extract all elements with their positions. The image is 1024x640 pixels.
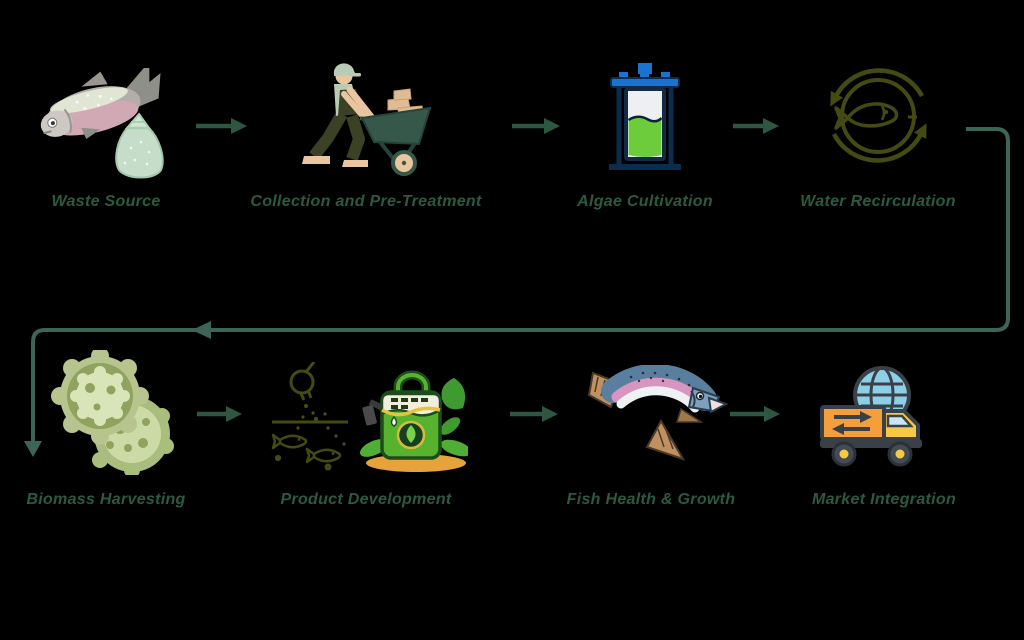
step-label-fish-health-growth: Fish Health & Growth [566,491,736,508]
fish-feeding-and-biofuel-device-icon [271,362,468,472]
step-label-water-recirculation: Water Recirculation [800,193,956,210]
step-label-waste-source: Waste Source [51,193,161,210]
return-line-arrowhead [192,321,211,339]
recirculating-water-fish-icon [830,68,927,163]
trout-fish-icon [587,365,729,461]
step-label-market-integration: Market Integration [811,491,957,508]
step-label-product-development: Product Development [280,491,452,508]
worker-wheelbarrow-icon [302,63,432,176]
step-label-algae-cultivation: Algae Cultivation [577,193,713,210]
step-label-biomass-harvesting: Biomass Harvesting [26,491,186,508]
algae-bioreactor-icon [609,63,681,170]
step-label-collection-pre-treatment: Collection and Pre-Treatment [250,193,482,210]
delivery-truck-globe-icon [820,366,922,467]
algae-cells-icon [51,350,174,475]
fish-and-waste-bag-icon [40,68,164,179]
